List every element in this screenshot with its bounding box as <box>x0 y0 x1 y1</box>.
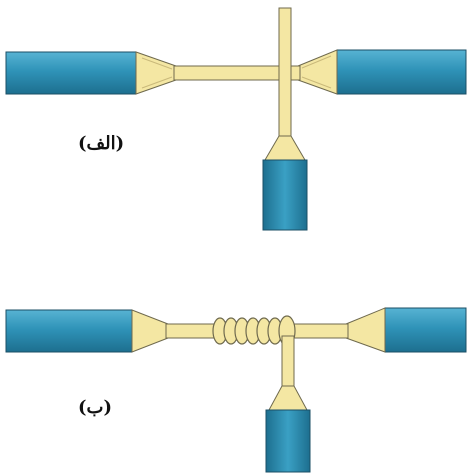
left-cable-insulation-b <box>5 309 133 353</box>
right-cable-b <box>345 307 467 353</box>
bottom-cable-insulation-b <box>265 409 311 473</box>
left-cable-insulation-a <box>5 51 137 95</box>
caption-panel-a: (الف) <box>78 133 125 154</box>
left-cable-stripped-cone-b <box>131 309 169 353</box>
left-cable-b <box>5 309 169 353</box>
vertical-conductor-a <box>278 7 292 139</box>
coil-wrap-b <box>212 315 296 347</box>
bottom-cable-stripped-cone-a <box>264 135 306 161</box>
right-cable-stripped-cone-a <box>297 49 338 95</box>
caption-panel-b: (ب) <box>78 397 112 418</box>
bottom-cable-insulation-a <box>262 159 308 231</box>
panel-a <box>5 7 467 231</box>
right-cable-insulation-b <box>384 307 467 353</box>
bottom-cable-b <box>265 385 311 473</box>
horizontal-conductor-a <box>173 65 301 81</box>
panel-b <box>5 307 467 473</box>
right-cable-a <box>297 49 467 95</box>
right-cable-stripped-cone-b <box>345 307 386 353</box>
bottom-cable-a <box>262 135 308 231</box>
left-cable-a <box>5 51 177 95</box>
right-cable-insulation-a <box>336 49 467 95</box>
bottom-cable-stripped-cone-b <box>268 385 308 411</box>
vertical-conductor-b <box>281 335 295 389</box>
